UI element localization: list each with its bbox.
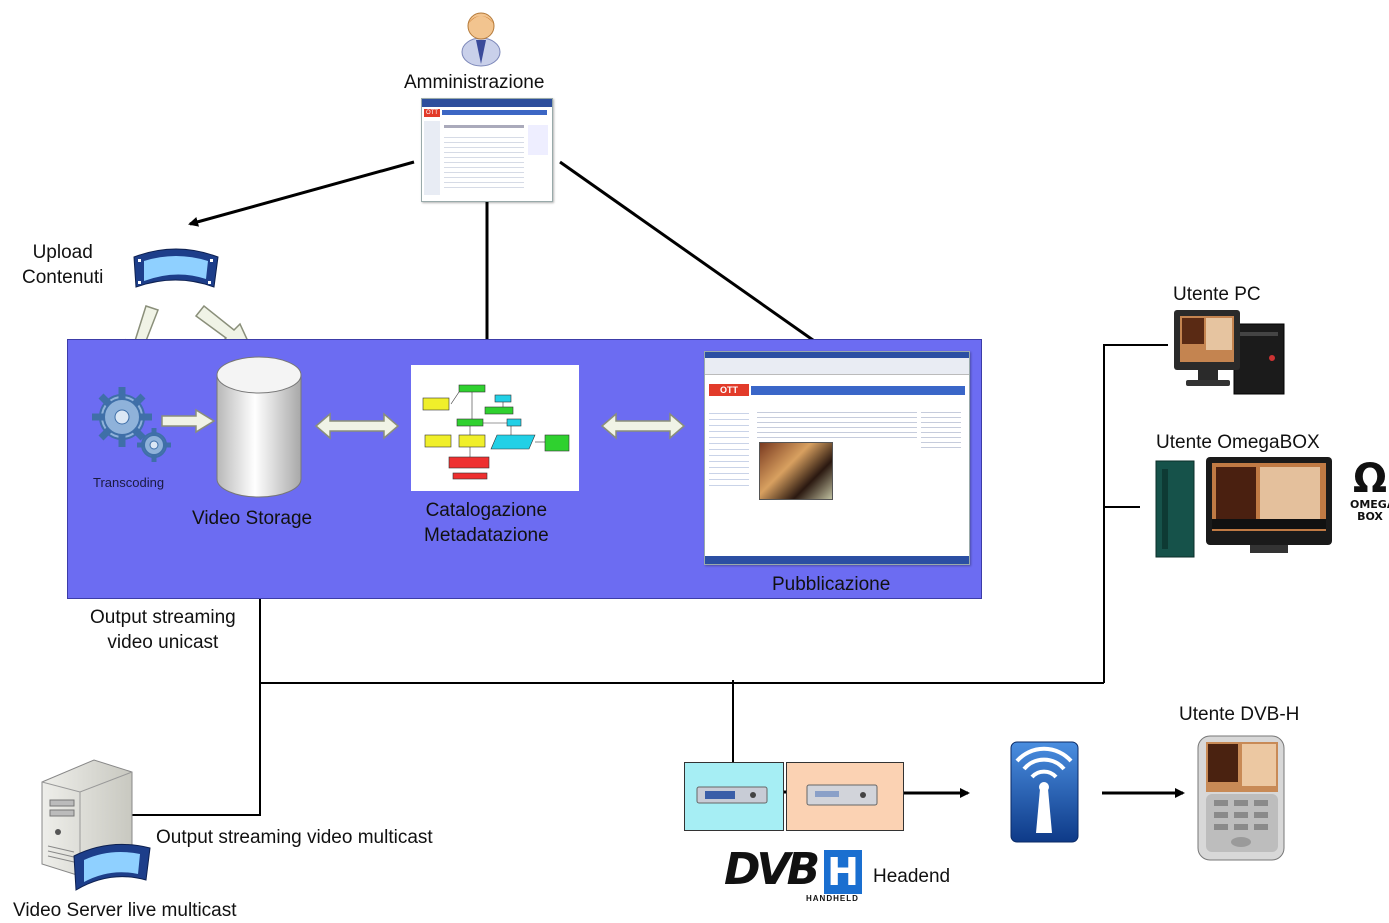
line-bus-to-users (1103, 344, 1168, 683)
storage-catalog-double-arrow (314, 412, 400, 440)
catalog-publication-double-arrow (600, 412, 686, 440)
arrow-admin-to-upload (188, 160, 415, 227)
omega-symbol: Ω (1352, 456, 1387, 502)
output-multicast-label: Output streaming video multicast (156, 827, 433, 848)
publication-label: Pubblicazione (772, 574, 891, 595)
dvb-h-badge: H (824, 850, 862, 894)
publication-screenshot: OTT (704, 351, 970, 565)
modulator-device-icon (806, 784, 878, 806)
ott-logo: OTT (424, 109, 440, 117)
output-unicast-label: Output streaming video unicast (90, 607, 236, 653)
line-storage-down (132, 505, 261, 816)
transcode-to-storage-arrow (161, 408, 216, 434)
arrow-admin-to-publication (559, 160, 832, 354)
movie-thumbnail (759, 442, 833, 500)
upload-label: Upload Contenuti (22, 242, 104, 288)
mobile-phone-icon (1197, 735, 1285, 861)
video-storage-cylinder (216, 356, 302, 498)
ott-logo-large: OTT (709, 384, 749, 396)
dvb-logo-text: DVB (724, 844, 820, 895)
desktop-pc-icon (1174, 310, 1285, 395)
dvb-handheld-text: HANDHELD (806, 894, 859, 903)
admin-user-icon (461, 12, 501, 67)
broadcast-antenna-icon (1010, 741, 1079, 843)
omegabox-logo: Ω OMEGA BOX (1350, 459, 1389, 523)
film-strip-icon (133, 248, 219, 288)
encoder-device-icon (696, 786, 768, 804)
admin-label: Amministrazione (404, 72, 545, 93)
modulator-box (786, 762, 904, 831)
catalog-flowchart-image (411, 365, 579, 491)
transcoding-label: Transcoding (93, 475, 165, 490)
server-film-strip-icon (73, 843, 151, 891)
utente-dvbh-label: Utente DVB-H (1179, 704, 1300, 725)
omegabox-tv-icon (1155, 457, 1332, 558)
headend-label: Headend (873, 866, 951, 887)
admin-screenshot: OTT (421, 98, 553, 202)
utente-pc-label: Utente PC (1173, 284, 1261, 305)
utente-omegabox-label: Utente OmegaBOX (1156, 432, 1320, 453)
catalog-label: Catalogazione Metadatazione (424, 500, 549, 546)
video-server-label: Video Server live multicast (13, 900, 237, 921)
video-storage-label: Video Storage (192, 508, 313, 529)
omega-box-text: OMEGA BOX (1350, 498, 1389, 523)
gears-icon (92, 387, 171, 462)
encoder-box (684, 762, 784, 831)
